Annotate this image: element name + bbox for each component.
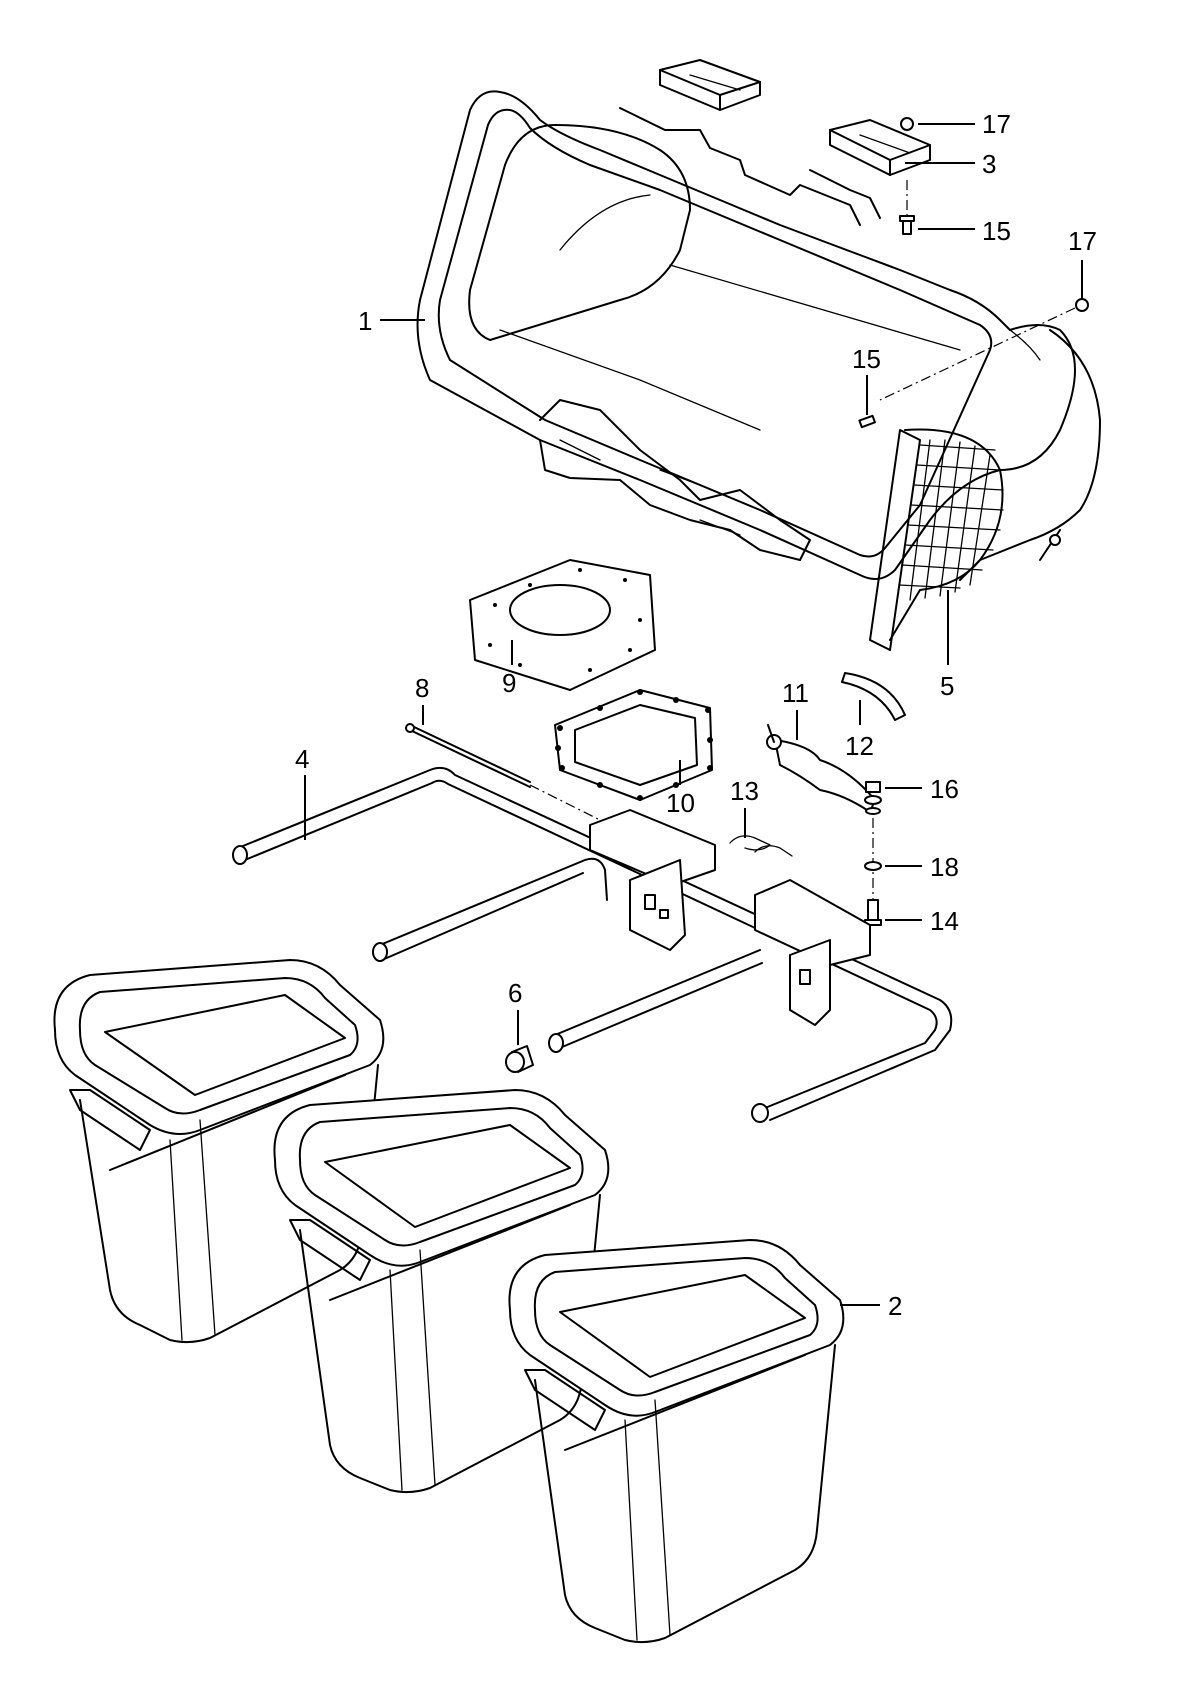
bin-3-part-2	[508, 1239, 845, 1644]
callout-18: 18	[930, 852, 959, 882]
leader-lines	[304, 123, 1083, 1306]
mount-bracket-left	[659, 59, 761, 111]
callout-12: 12	[845, 731, 874, 761]
lever-part-11	[766, 724, 876, 813]
bolt-part-14	[864, 899, 882, 926]
bin-2	[273, 1089, 610, 1494]
callout-6: 6	[508, 978, 522, 1008]
gasket-frame-part-10	[554, 689, 713, 801]
catcher-hood-part-1	[416, 90, 1101, 651]
nut-part-17-right	[1075, 298, 1089, 312]
bolt-part-15-mid	[858, 414, 876, 429]
bin-1	[53, 959, 385, 1344]
callout-17-right: 17	[1068, 226, 1097, 256]
nut-part-17-top	[900, 117, 914, 131]
callout-17-top: 17	[982, 109, 1011, 139]
callout-14: 14	[930, 906, 959, 936]
strap-part-12	[841, 672, 906, 721]
washer-part-18	[864, 861, 882, 871]
callout-labels: 1 2 3 4 5 6 8 9 10 11 12 13 14 15 15 16 …	[295, 109, 1097, 1321]
bolt-part-16	[864, 781, 882, 815]
callout-4: 4	[295, 744, 309, 774]
clips-part-13	[729, 835, 793, 857]
callout-1: 1	[358, 306, 372, 336]
callout-3: 3	[982, 149, 996, 179]
callout-16: 16	[930, 774, 959, 804]
callout-9: 9	[502, 668, 516, 698]
callout-10: 10	[666, 788, 695, 818]
callout-15-top: 15	[982, 216, 1011, 246]
bolt-part-15-top	[899, 180, 915, 235]
bushing-part-6	[505, 1045, 534, 1073]
callout-13: 13	[730, 776, 759, 806]
rod-part-8	[405, 723, 601, 821]
callout-15-mid: 15	[852, 344, 881, 374]
callout-2: 2	[888, 1291, 902, 1321]
callout-8: 8	[415, 673, 429, 703]
mount-bracket-right-part-3	[829, 119, 931, 176]
mesh-screen	[869, 428, 1004, 651]
adapter-plate-part-9	[469, 559, 656, 691]
callout-5: 5	[940, 671, 954, 701]
frame-part-4	[232, 766, 953, 1123]
callout-11: 11	[782, 678, 809, 708]
